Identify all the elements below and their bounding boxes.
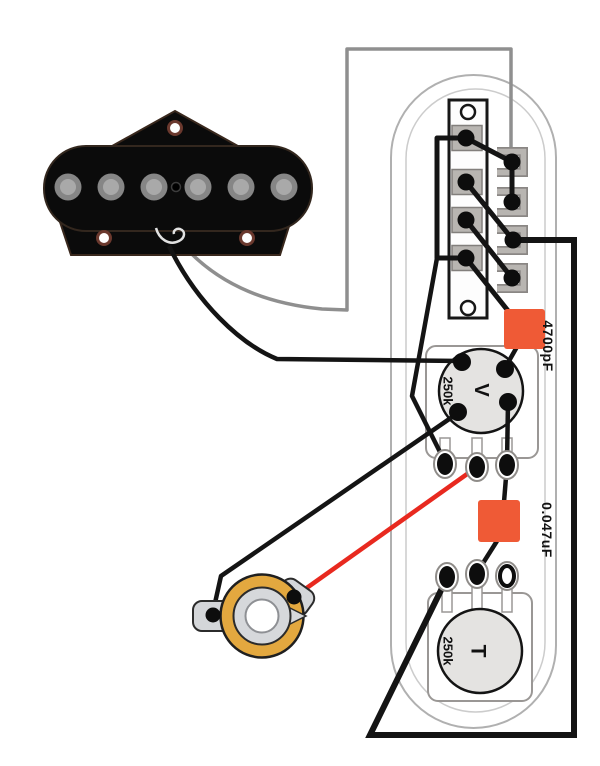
switch-contact2-dot	[503, 193, 521, 211]
pickup-pole-pieces	[54, 173, 298, 201]
switch-lug2-dot	[457, 173, 475, 191]
capacitor-4700pF	[504, 309, 545, 349]
pickup-wire-hook	[154, 227, 186, 244]
pickup-mount-hole-right	[239, 230, 255, 246]
capacitor-0047uF	[478, 500, 520, 542]
black-wires	[166, 135, 520, 613]
cap-0047uF-label: 0.047uF	[539, 502, 555, 558]
jack-hot-solder-dot	[286, 589, 302, 605]
switch-wire-lug2	[464, 180, 515, 242]
tone-lug-1	[439, 566, 455, 588]
pickup-mount-hole-left	[96, 230, 112, 246]
switch-wire-lug1	[464, 135, 514, 165]
tone-lug-3-open	[498, 564, 516, 588]
tone-pot-value-label: 250k	[441, 637, 456, 667]
volume-lug-3	[499, 454, 515, 476]
switch-screw-hole-bottom	[459, 299, 477, 317]
volume-body-dot-2	[496, 360, 514, 378]
volume-body-dot-3	[449, 403, 467, 421]
switch-contact3-dot	[504, 231, 522, 249]
switch-contact1-dot	[503, 153, 521, 171]
switch-to-volume-wire	[409, 257, 448, 464]
switch-wire-lug3	[464, 218, 514, 280]
control-plate-inner-line	[405, 88, 546, 713]
switch-wire-to-cap	[464, 256, 515, 319]
tone-pot: 250k T	[427, 583, 533, 702]
switch-lug1-dot	[457, 129, 475, 147]
output-jack	[192, 573, 316, 659]
pickup-center-dot	[170, 181, 182, 193]
bridge-pickup	[43, 109, 313, 256]
jack-ground-solder-dot	[205, 607, 221, 623]
volume-to-jack-hot-wire	[292, 465, 479, 599]
switch-contact4-dot	[503, 269, 521, 287]
switch-lug3-dot	[457, 211, 475, 229]
tone-pot-lugs	[435, 559, 519, 592]
pickup-hot-wire	[166, 245, 463, 364]
volume-body-dot-4	[499, 393, 517, 411]
volume-pot-value-label: 250k	[441, 377, 456, 407]
switch-lug4-dot	[457, 249, 475, 267]
ground-bus-wire	[365, 237, 577, 738]
volume-pot-lugs	[433, 449, 519, 482]
volume-pot: 250k V	[425, 345, 539, 467]
tone-pot-letter-label: T	[467, 645, 490, 658]
switch-screw-hole-top	[459, 103, 477, 121]
switch-jumper-wire	[434, 135, 464, 261]
solder-dots	[449, 129, 522, 421]
volume-body-dot-1	[453, 353, 471, 371]
volume-lug-1	[437, 453, 453, 475]
cap-4700pF-label: 4700pF	[540, 320, 556, 371]
tone-lug-2	[469, 563, 485, 585]
tone-pot-body	[436, 607, 524, 695]
volume-lug-2	[469, 456, 485, 478]
jack-hole	[244, 598, 280, 634]
volume-pot-letter-label: V	[470, 383, 492, 397]
pickup-mount-hole-top	[167, 120, 183, 136]
pickup-lead-wire-gray	[182, 47, 513, 312]
